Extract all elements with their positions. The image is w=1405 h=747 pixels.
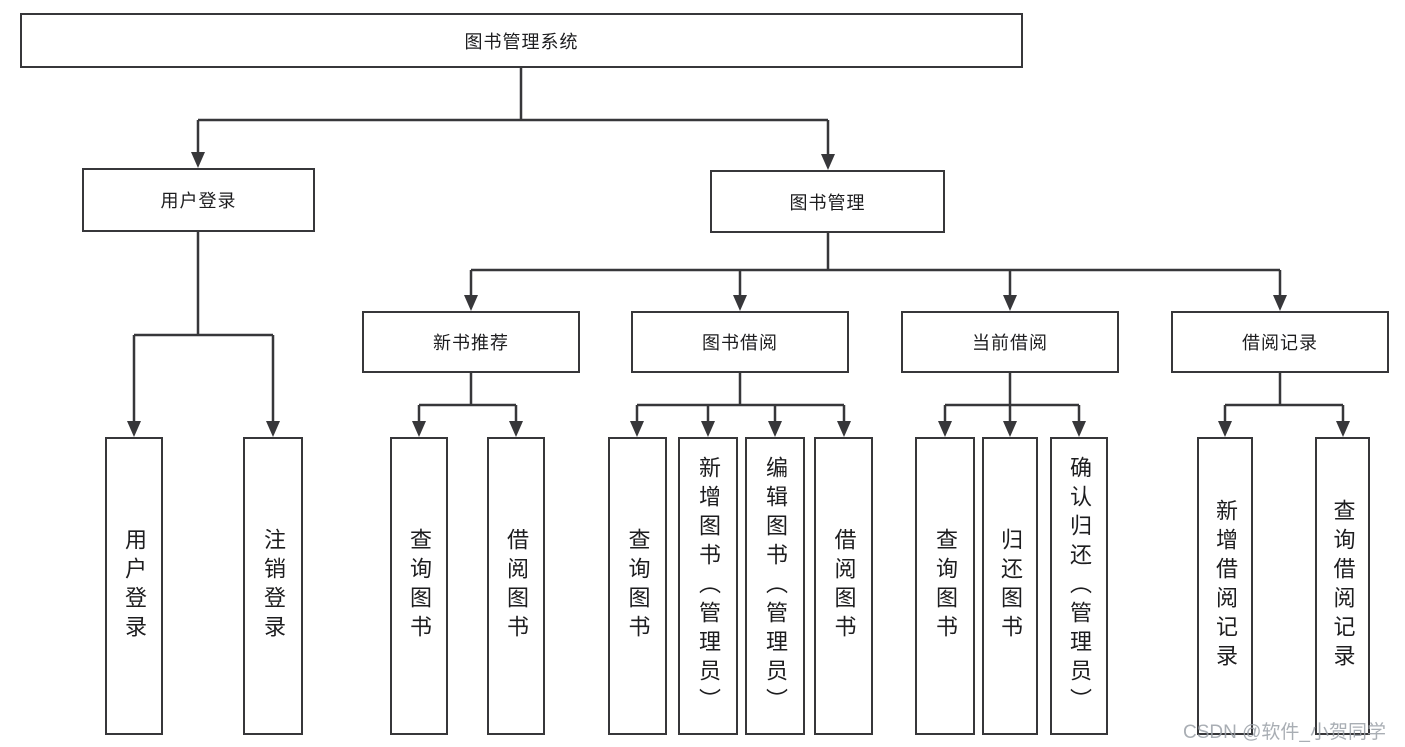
node-label: 图书管理 bbox=[789, 192, 866, 213]
node-label: 查询图书 bbox=[407, 528, 432, 644]
node-label: 新增借阅记录 bbox=[1213, 499, 1238, 673]
node-label: 查询图书 bbox=[933, 528, 958, 644]
node-logout: 注销登录 bbox=[243, 437, 303, 735]
node-query-books-borrowing: 查询图书 bbox=[608, 437, 667, 735]
node-borrow-books-recommend: 借阅图书 bbox=[487, 437, 545, 735]
connector-line bbox=[1223, 373, 1345, 423]
node-label: 查询图书 bbox=[625, 528, 651, 644]
node-label: 新增图书（管理员） bbox=[696, 455, 721, 717]
node-label: 确认归还（管理员） bbox=[1067, 455, 1092, 717]
node-label: 新书推荐 bbox=[433, 333, 509, 353]
node-label: 注销登录 bbox=[261, 528, 286, 644]
arrow-down-icon bbox=[1218, 421, 1232, 437]
arrow-down-icon bbox=[630, 421, 644, 437]
node-label: 查询借阅记录 bbox=[1330, 499, 1356, 673]
arrow-down-icon bbox=[127, 421, 141, 437]
node-book-borrowing: 图书借阅 bbox=[631, 311, 849, 373]
arrow-down-icon bbox=[1072, 421, 1086, 437]
connector-line bbox=[196, 68, 830, 156]
node-current-borrowing: 当前借阅 bbox=[901, 311, 1119, 373]
node-user-login: 用户登录 bbox=[82, 168, 315, 232]
connector-line bbox=[943, 373, 1081, 423]
node-confirm-return-admin: 确认归还（管理员） bbox=[1050, 437, 1108, 735]
connector-line bbox=[635, 373, 846, 423]
node-query-borrow-record: 查询借阅记录 bbox=[1315, 437, 1370, 735]
node-user-login-leaf: 用户登录 bbox=[105, 437, 163, 735]
node-add-borrow-record: 新增借阅记录 bbox=[1197, 437, 1253, 735]
arrow-down-icon bbox=[412, 421, 426, 437]
csdn-watermark: CSDN @软件_小贺同学 bbox=[1183, 722, 1386, 743]
connector-line bbox=[469, 233, 1282, 297]
node-add-books-admin: 新增图书（管理员） bbox=[678, 437, 738, 735]
node-new-book-recommendation: 新书推荐 bbox=[362, 311, 580, 373]
node-label: 借阅记录 bbox=[1242, 333, 1318, 353]
node-label: 用户登录 bbox=[160, 191, 237, 211]
node-label: 归还图书 bbox=[998, 528, 1023, 644]
node-query-books-current: 查询图书 bbox=[915, 437, 975, 735]
arrow-down-icon bbox=[733, 295, 747, 311]
node-library-system: 图书管理系统 bbox=[20, 13, 1023, 68]
node-label: 借阅图书 bbox=[831, 528, 857, 644]
arrow-down-icon bbox=[837, 421, 851, 437]
node-borrow-books-borrowing: 借阅图书 bbox=[814, 437, 873, 735]
node-label: 图书借阅 bbox=[702, 333, 778, 353]
node-label: 图书管理系统 bbox=[464, 31, 579, 52]
node-label: 用户登录 bbox=[122, 528, 147, 644]
node-label: 编辑图书（管理员） bbox=[763, 455, 788, 717]
node-label: 借阅图书 bbox=[504, 528, 529, 644]
arrow-down-icon bbox=[1273, 295, 1287, 311]
arrow-down-icon bbox=[1003, 295, 1017, 311]
node-return-books: 归还图书 bbox=[982, 437, 1038, 735]
arrow-down-icon bbox=[768, 421, 782, 437]
arrow-down-icon bbox=[1003, 421, 1017, 437]
arrow-down-icon bbox=[266, 421, 280, 437]
node-book-management: 图书管理 bbox=[710, 170, 945, 233]
arrow-down-icon bbox=[191, 152, 205, 168]
connector-line bbox=[417, 373, 518, 423]
node-query-books-recommend: 查询图书 bbox=[390, 437, 448, 735]
arrow-down-icon bbox=[464, 295, 478, 311]
arrowheads bbox=[127, 152, 1350, 437]
node-borrowing-records: 借阅记录 bbox=[1171, 311, 1389, 373]
arrow-down-icon bbox=[938, 421, 952, 437]
connector-line bbox=[132, 232, 275, 423]
node-edit-books-admin: 编辑图书（管理员） bbox=[745, 437, 805, 735]
arrow-down-icon bbox=[821, 154, 835, 170]
arrow-down-icon bbox=[1336, 421, 1350, 437]
node-label: 当前借阅 bbox=[972, 333, 1048, 353]
arrow-down-icon bbox=[701, 421, 715, 437]
arrow-down-icon bbox=[509, 421, 523, 437]
